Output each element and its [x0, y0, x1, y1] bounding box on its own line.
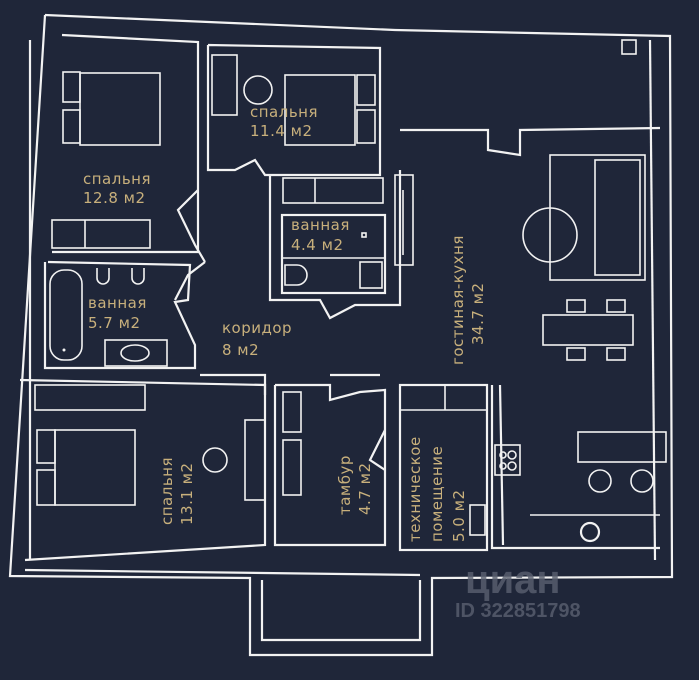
living-kitchen-furniture [394, 39, 667, 550]
svg-text:12.8 м2: 12.8 м2 [83, 189, 146, 207]
svg-text:техническое: техническое [406, 436, 424, 542]
svg-text:спальня: спальня [250, 103, 318, 121]
svg-text:ID 322851798: ID 322851798 [455, 600, 581, 622]
room-label-bedroom-12-8: спальня 12.8 м2 [83, 170, 151, 207]
svg-text:циан: циан [465, 558, 561, 602]
bathroom-small [280, 213, 387, 295]
bedroom-2 [206, 43, 384, 204]
svg-text:8 м2: 8 м2 [222, 341, 259, 359]
room-label-bath-4-4: ванная 4.4 м2 [291, 216, 350, 254]
svg-text:11.4 м2: 11.4 м2 [250, 122, 313, 140]
svg-text:коридор: коридор [222, 319, 292, 337]
vestibule [273, 383, 387, 547]
technical-room [398, 383, 489, 552]
svg-text:ванная: ванная [291, 216, 350, 234]
watermark: циан ID 322851798 [455, 558, 581, 622]
bedroom-1-furniture [51, 71, 161, 249]
svg-text:гостиная-кухня: гостиная-кухня [449, 235, 467, 365]
room-label-bedroom-13-1: спальня 13.1 м2 [158, 457, 196, 525]
bedroom-3 [19, 378, 267, 562]
svg-text:тамбур: тамбур [336, 455, 354, 515]
svg-text:спальня: спальня [83, 170, 151, 188]
svg-text:5.7 м2: 5.7 м2 [88, 314, 140, 332]
svg-text:помещение: помещение [428, 446, 446, 542]
room-label-corridor: коридор 8 м2 [222, 319, 292, 359]
svg-text:13.1 м2: 13.1 м2 [178, 462, 196, 525]
room-label-vestibule: тамбур 4.7 м2 [336, 455, 374, 515]
svg-text:5.0 м2: 5.0 м2 [450, 490, 468, 542]
room-label-living-kitchen: гостиная-кухня 34.7 м2 [449, 235, 487, 365]
bathroom-large [43, 260, 197, 370]
svg-text:спальня: спальня [158, 457, 176, 525]
svg-text:4.4 м2: 4.4 м2 [291, 236, 343, 254]
outer-walls [8, 13, 674, 657]
room-label-bedroom-11-4: спальня 11.4 м2 [250, 103, 318, 140]
room-label-technical: техническое помещение 5.0 м2 [406, 436, 468, 542]
room-label-bath-5-7: ванная 5.7 м2 [88, 294, 147, 332]
svg-text:4.7 м2: 4.7 м2 [356, 463, 374, 515]
svg-text:ванная: ванная [88, 294, 147, 312]
svg-text:34.7 м2: 34.7 м2 [469, 282, 487, 345]
